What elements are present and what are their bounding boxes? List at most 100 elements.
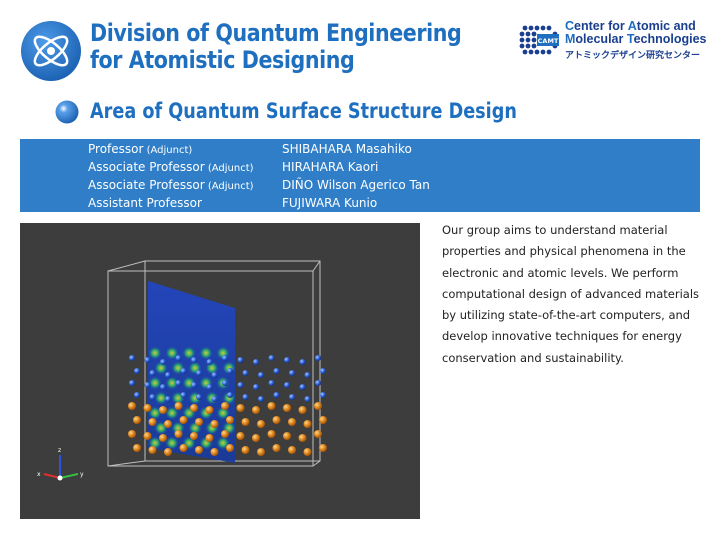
atom-blue	[289, 394, 295, 400]
atom-orange	[257, 420, 265, 428]
atom-blue	[258, 396, 264, 402]
atom-orange	[241, 418, 250, 426]
atom-orange	[303, 448, 312, 456]
atom-orange	[148, 418, 157, 426]
staff-list: Professor (Adjunct) SHIBAHARA Masahiko A…	[20, 139, 700, 212]
atom-orange	[143, 404, 152, 412]
atom-blue	[191, 382, 197, 388]
camt-letter: A	[627, 19, 637, 33]
atom-orange	[221, 430, 229, 438]
camt-letter: T	[626, 32, 634, 46]
atom-orange	[143, 432, 152, 440]
atom-orange	[267, 402, 276, 410]
staff-name: DIÑO Wilson Agerico Tan	[282, 178, 430, 192]
atom-orange	[174, 402, 183, 410]
atom-blue	[242, 370, 249, 376]
staff-role: Associate Professor (Adjunct)	[88, 176, 254, 196]
atom-orange	[236, 432, 245, 440]
staff-role: Professor (Adjunct)	[88, 140, 192, 160]
axis-y-label: y	[80, 471, 84, 478]
atom-orange	[133, 444, 141, 452]
atom-blue	[175, 355, 182, 361]
atom-blue	[180, 392, 187, 398]
page-title: Division of Quantum Engineering for Atom…	[90, 20, 462, 74]
atom-blue	[165, 396, 171, 402]
atom-orange	[252, 434, 260, 442]
atom-blue	[191, 357, 197, 363]
atom-blue	[273, 368, 280, 374]
atom-orange	[179, 444, 188, 452]
atom-orange	[195, 446, 203, 454]
sphere-bullet-icon	[55, 100, 79, 124]
density-spot	[182, 346, 196, 360]
atom-orange	[303, 420, 312, 428]
atom-blue	[134, 368, 140, 374]
area-title: Area of Quantum Surface Structure Design	[90, 99, 517, 123]
atom-blue	[320, 392, 326, 398]
atom-blue	[196, 394, 202, 400]
density-spot	[165, 436, 179, 450]
atom-orange	[205, 434, 214, 442]
staff-adjunct: (Adjunct)	[204, 181, 254, 192]
atom-blue	[149, 394, 156, 400]
atom-orange	[298, 434, 307, 442]
camt-letter: C	[565, 19, 575, 33]
atom-orange	[252, 406, 260, 414]
atom-blue	[222, 355, 228, 361]
atom-orange	[283, 432, 291, 440]
atom-orange	[283, 404, 291, 412]
atom-orange	[257, 448, 265, 456]
atom-orange	[319, 416, 327, 424]
atom-orange	[179, 416, 188, 424]
atom-blue	[196, 370, 202, 376]
axis-x-label: x	[37, 471, 41, 478]
atom-orange	[267, 430, 276, 438]
atom-orange	[272, 444, 281, 452]
atom-blue	[222, 380, 228, 386]
staff-adjunct: (Adjunct)	[204, 163, 254, 174]
staff-name: SHIBAHARA Masahiko	[282, 142, 412, 156]
camt-text-part: echnologies	[633, 32, 707, 46]
atom-blue	[304, 372, 311, 378]
atom-orange	[128, 430, 136, 438]
atom-blue	[227, 368, 233, 374]
camt-text-part: tomic and	[636, 19, 696, 33]
axis-triad: z y x	[37, 447, 84, 481]
atom-blue	[258, 372, 264, 378]
hexagon-grid-icon: CAMT	[519, 25, 559, 55]
atom-blue	[144, 357, 151, 363]
staff-adjunct: (Adjunct)	[143, 145, 193, 156]
staff-role: Associate Professor (Adjunct)	[88, 158, 254, 178]
atom-blue	[160, 384, 166, 390]
atom-blue	[242, 394, 249, 400]
density-spot	[148, 346, 162, 360]
atom-orange	[314, 430, 322, 438]
atom-blue	[149, 370, 156, 376]
atom-orange	[159, 434, 167, 442]
atom-blue	[211, 396, 218, 402]
camt-text-part: enter for	[574, 19, 628, 33]
atom-blue	[180, 368, 187, 374]
atom-orange	[190, 404, 198, 412]
atom-blue	[165, 372, 171, 378]
density-spot	[165, 346, 179, 360]
atom-orange	[288, 418, 296, 426]
atom-blue	[299, 359, 306, 365]
camt-letter: M	[565, 32, 576, 46]
group-description: Our group aims to understand material pr…	[442, 223, 700, 365]
atom-orange	[148, 446, 157, 454]
atom-blue	[284, 382, 290, 388]
density-spot	[165, 376, 179, 390]
density-spot	[165, 406, 179, 420]
axis-z-label: z	[58, 447, 61, 454]
atom-blue	[315, 380, 321, 386]
atom-blue	[289, 370, 295, 376]
atom-blue	[273, 392, 280, 398]
atom-orange	[241, 446, 250, 454]
density-spot	[148, 406, 162, 420]
atom-orange	[314, 402, 322, 410]
atom-logo-icon	[21, 21, 81, 81]
atom-blue	[227, 392, 233, 398]
staff-role: Assistant Professor	[88, 194, 202, 214]
atom-orange	[210, 420, 219, 428]
